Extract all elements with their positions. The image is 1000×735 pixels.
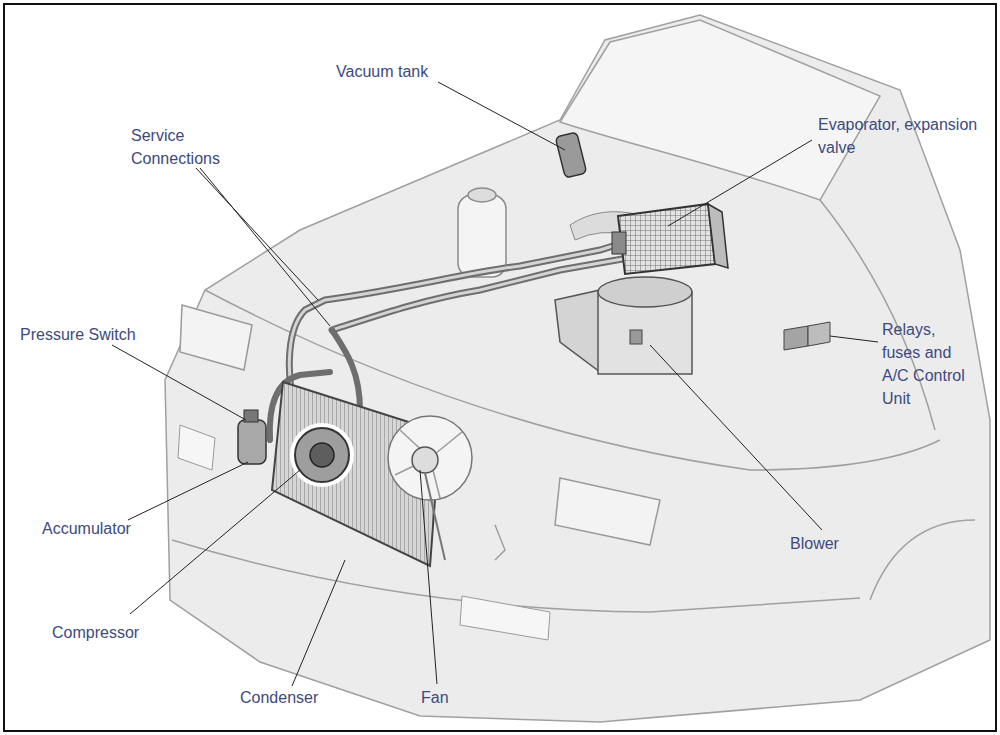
leader-line	[668, 140, 812, 226]
compressor-halo	[290, 423, 354, 487]
headlight	[180, 305, 252, 370]
leader-line	[438, 82, 565, 150]
part-label: Service Connections	[131, 124, 241, 170]
blower-resistor	[630, 330, 642, 344]
relay	[784, 326, 808, 350]
part-label: Blower	[790, 532, 990, 555]
grille	[178, 425, 215, 470]
relay	[808, 322, 830, 346]
part-label: Accumulator	[42, 517, 242, 540]
reservoir	[458, 195, 506, 277]
reservoir-cap	[468, 188, 496, 202]
compressor	[295, 428, 349, 482]
vacuum-tank	[555, 132, 587, 178]
headlight	[555, 478, 660, 545]
blower-housing	[555, 290, 600, 372]
compressor-clutch	[310, 443, 334, 467]
leader-line	[196, 168, 318, 300]
leader-line	[420, 470, 437, 684]
leader-line	[130, 470, 300, 614]
leader-line	[292, 560, 345, 686]
marker-light	[495, 525, 505, 560]
part-label: Fan	[421, 686, 521, 709]
part-label: Condenser	[240, 686, 440, 709]
part-label: Evaporator, expansion valve	[818, 113, 978, 159]
leader-line	[650, 345, 822, 530]
fender-line	[820, 200, 935, 430]
evaporator-side	[708, 204, 728, 268]
bumper-line	[172, 540, 860, 612]
evaporator	[618, 204, 715, 274]
accumulator	[238, 420, 266, 464]
leader-line	[112, 345, 246, 420]
leader-line	[128, 462, 248, 520]
frame	[4, 4, 996, 731]
part-label: Vacuum tank	[336, 60, 536, 83]
part-label: Pressure Switch	[20, 323, 220, 346]
fog-lamp	[460, 596, 550, 640]
refrigerant-pipe	[289, 240, 632, 425]
fan-bracket	[425, 473, 445, 560]
wheel-arch	[870, 520, 975, 600]
blower-top	[598, 277, 692, 307]
part-label: Relays, fuses and A/C Control Unit	[882, 318, 974, 410]
part-label: Compressor	[52, 621, 252, 644]
leader-line	[200, 168, 330, 326]
fan	[388, 416, 472, 500]
pressure-switch	[244, 410, 258, 422]
leader-line	[830, 336, 878, 342]
pipe-highlight	[289, 240, 632, 425]
car-body	[165, 15, 990, 722]
expansion-valve	[612, 232, 626, 254]
fan-motor	[412, 447, 438, 473]
windshield	[560, 20, 880, 200]
